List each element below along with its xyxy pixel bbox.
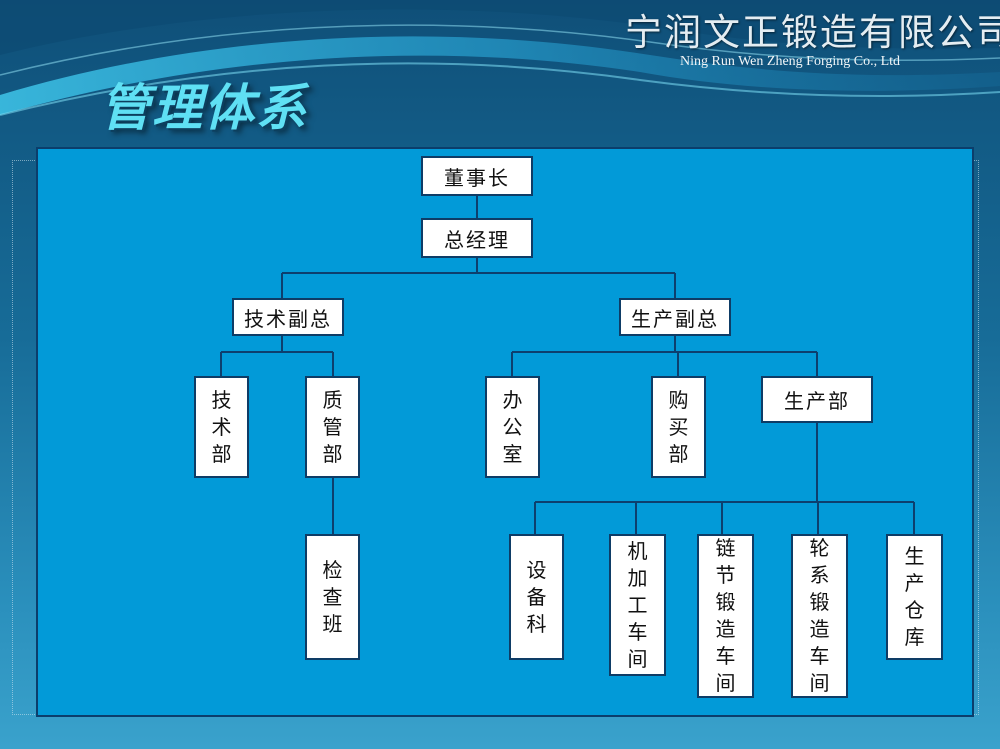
node-purchasing-dept-label: 购买部 bbox=[668, 387, 689, 466]
slide-title: 管理体系 bbox=[100, 79, 308, 137]
node-tech-dept: 技术部 bbox=[194, 376, 249, 478]
node-production-warehouse-label: 生产仓库 bbox=[904, 544, 925, 649]
node-general-manager-label: 总经理 bbox=[444, 227, 510, 252]
node-quality-dept: 质管部 bbox=[305, 376, 360, 478]
node-production-vp: 生产副总 bbox=[619, 298, 731, 336]
node-tech-vp: 技术副总 bbox=[232, 298, 344, 336]
node-tech-dept-label: 技术部 bbox=[211, 387, 232, 466]
node-chain-forging-workshop: 链节锻造车间 bbox=[697, 534, 754, 698]
node-chairman: 董事长 bbox=[421, 156, 533, 196]
node-general-manager: 总经理 bbox=[421, 218, 533, 258]
node-machining-workshop-label: 机加工车间 bbox=[627, 538, 648, 671]
node-quality-dept-label: 质管部 bbox=[322, 387, 343, 466]
node-inspection-team: 检查班 bbox=[305, 534, 360, 660]
company-name-cn: 宁润文正锻造有限公司 bbox=[625, 11, 1000, 54]
node-tech-vp-label: 技术副总 bbox=[244, 306, 332, 331]
node-machining-workshop: 机加工车间 bbox=[609, 534, 666, 676]
node-equipment-section-label: 设备科 bbox=[526, 557, 547, 636]
node-chain-forging-workshop-label: 链节锻造车间 bbox=[715, 536, 736, 695]
company-name-en: Ning Run Wen Zheng Forging Co., Ltd bbox=[680, 54, 901, 69]
node-inspection-team-label: 检查班 bbox=[322, 557, 343, 636]
node-production-warehouse: 生产仓库 bbox=[886, 534, 943, 660]
node-purchasing-dept: 购买部 bbox=[651, 376, 706, 478]
node-office: 办公室 bbox=[485, 376, 540, 478]
node-office-label: 办公室 bbox=[502, 387, 523, 466]
node-wheel-forging-workshop: 轮系锻造车间 bbox=[791, 534, 848, 698]
node-equipment-section: 设备科 bbox=[509, 534, 564, 660]
node-wheel-forging-workshop-label: 轮系锻造车间 bbox=[809, 536, 830, 695]
node-production-dept-label: 生产部 bbox=[784, 389, 850, 413]
node-production-vp-label: 生产副总 bbox=[631, 306, 719, 331]
node-chairman-label: 董事长 bbox=[444, 165, 510, 190]
background-swoosh bbox=[0, 0, 1000, 116]
node-production-dept: 生产部 bbox=[761, 376, 873, 423]
